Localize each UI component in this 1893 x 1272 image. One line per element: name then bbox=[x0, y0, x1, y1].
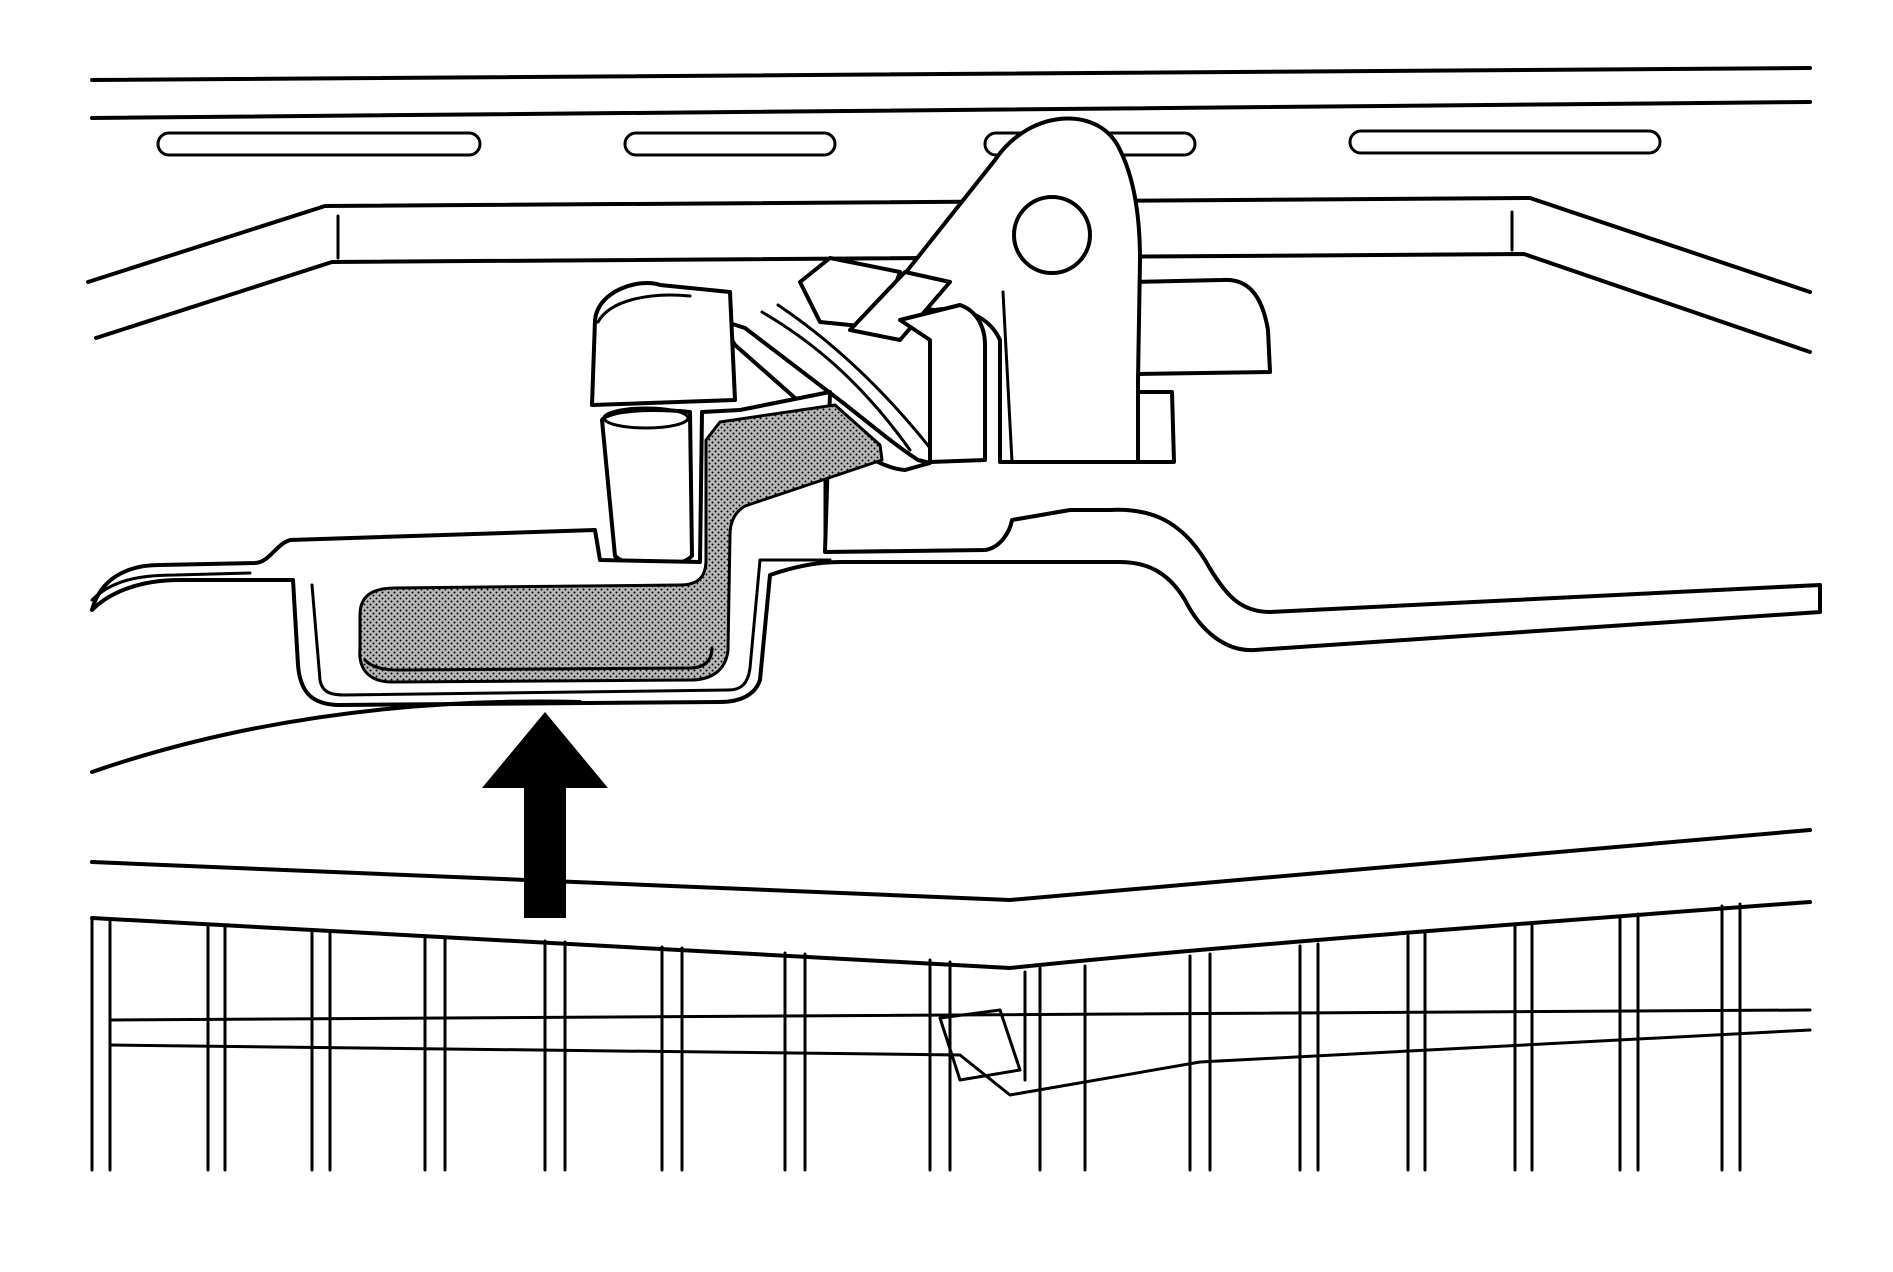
latch-cap bbox=[590, 281, 737, 407]
seal-strip bbox=[358, 403, 884, 684]
latch-clip-tab bbox=[848, 270, 952, 342]
latch-cup bbox=[600, 408, 694, 569]
up-arrow-icon bbox=[482, 712, 608, 918]
hinge-pivot bbox=[1012, 195, 1092, 275]
housing-slot bbox=[156, 131, 482, 157]
filter-frame bbox=[90, 699, 1812, 1097]
housing-slot bbox=[623, 131, 837, 157]
grille-ribs bbox=[90, 902, 1742, 1172]
cover-bracket bbox=[90, 390, 1822, 707]
housing-slot bbox=[1348, 129, 1662, 155]
latch-assembly bbox=[590, 116, 1272, 569]
hinge-plate bbox=[1128, 277, 1272, 376]
